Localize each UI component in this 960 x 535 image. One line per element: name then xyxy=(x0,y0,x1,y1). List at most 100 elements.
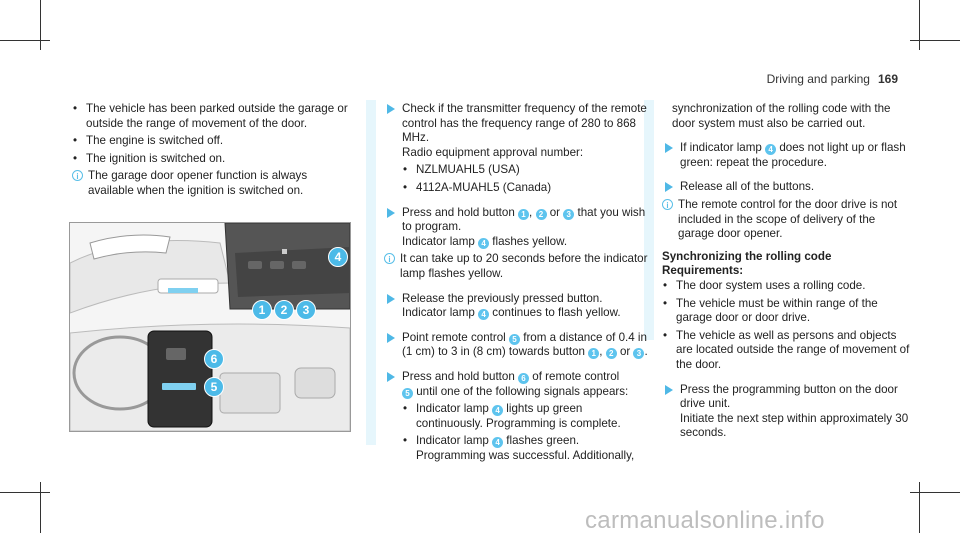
vehicle-interior-illustration xyxy=(70,223,350,431)
step: Check if the transmitter frequency of th… xyxy=(384,102,649,160)
crop-mark xyxy=(0,40,50,41)
number-badge: 5 xyxy=(508,333,520,345)
number-badge: 3 xyxy=(633,348,645,360)
callout-1: 1 xyxy=(252,300,272,320)
step: Press the programming button on the door… xyxy=(662,383,912,441)
number-badge: 1 xyxy=(518,208,530,220)
step-text: flashes yellow. xyxy=(492,234,568,248)
step-text: Indicator lamp xyxy=(402,234,475,248)
step-text: Check if the transmitter frequency of th… xyxy=(402,102,647,145)
number-badge: 5 xyxy=(402,387,413,399)
info-text: The garage door opener function is alway… xyxy=(88,169,308,197)
step-text: does not light up or flash green: repeat… xyxy=(680,141,906,169)
crop-mark xyxy=(919,0,920,50)
continued-text: synchronization of the rolling code with… xyxy=(672,102,891,130)
sub-list: Indicator lamp 4 lights up green continu… xyxy=(384,402,649,463)
step-text: or xyxy=(619,345,631,359)
info-text: The remote control for the door drive is… xyxy=(678,197,898,241)
step-arrow-icon xyxy=(387,104,395,114)
number-badge: 4 xyxy=(765,144,777,156)
info-text: It can take up to 20 seconds before the … xyxy=(400,252,648,280)
callout-5: 5 xyxy=(204,377,224,397)
item-text: lights up green continuously. Programmin… xyxy=(416,402,621,430)
step-text: , xyxy=(599,345,603,359)
step-text: Radio equipment approval number: xyxy=(402,145,584,159)
page-header: Driving and parking 169 xyxy=(767,72,898,86)
crop-mark xyxy=(919,482,920,533)
step-text: Indicator lamp xyxy=(402,306,475,320)
step-text: Point remote control xyxy=(402,330,506,344)
column-3: synchronization of the rolling code with… xyxy=(662,102,912,444)
step: Release all of the buttons. xyxy=(662,180,912,195)
step-arrow-icon xyxy=(387,371,395,382)
crop-mark xyxy=(910,492,960,493)
list-item: The vehicle has been parked outside the … xyxy=(72,102,350,131)
number-badge: 4 xyxy=(478,237,490,249)
list-item: The door system uses a rolling code. xyxy=(662,279,912,294)
callout-6: 6 xyxy=(204,349,224,369)
step: Release the previously pressed button. I… xyxy=(384,292,649,321)
step-text: Release all of the buttons. xyxy=(680,180,815,194)
number-badge: 2 xyxy=(535,208,547,220)
step-text: Press the programming button on the door… xyxy=(680,382,898,411)
info-icon: i xyxy=(384,253,395,265)
step-text: from a distance of 0.4 in (1 cm) to 3 in… xyxy=(402,330,647,359)
info-note: i The garage door opener function is alw… xyxy=(72,169,350,198)
step-text: that you wish to program. xyxy=(402,205,646,234)
list-item: The vehicle must be within range of the … xyxy=(662,297,912,326)
step-text: Press and hold button xyxy=(402,205,515,219)
section-heading: Synchronizing the rolling code xyxy=(662,249,832,263)
step-arrow-icon xyxy=(665,182,673,193)
number-badge: 4 xyxy=(492,405,504,417)
step-text: Release the previously pressed button. xyxy=(402,291,603,305)
step-text: of remote control xyxy=(532,369,620,383)
list-item: The vehicle as well as persons and objec… xyxy=(662,329,912,373)
step-text: Initiate the next step within approximat… xyxy=(680,411,909,440)
item-text: Indicator lamp xyxy=(416,402,489,416)
step-text: until one of the following signals appea… xyxy=(416,384,629,398)
step-text: . xyxy=(644,345,648,359)
step-arrow-icon xyxy=(387,293,395,304)
crop-mark xyxy=(0,492,50,493)
crop-mark xyxy=(910,40,960,41)
step-arrow-icon xyxy=(665,143,673,154)
item-text: flashes green. Programming was successfu… xyxy=(416,434,635,462)
illustration-figure: 4 1 2 3 6 5 xyxy=(69,222,351,432)
callout-4: 4 xyxy=(328,247,348,267)
number-badge: 6 xyxy=(518,372,530,384)
crop-mark xyxy=(40,0,41,50)
step-text: continues to flash yellow. xyxy=(492,306,621,320)
list-item: 4112A-MUAHL5 (Canada) xyxy=(402,181,649,196)
number-badge: 1 xyxy=(588,348,600,360)
step-text: Press and hold button xyxy=(402,369,515,383)
list-item: The engine is switched off. xyxy=(72,134,350,149)
step-arrow-icon xyxy=(665,384,673,395)
step-bar xyxy=(644,100,654,340)
section-title: Driving and parking xyxy=(766,72,870,86)
step-text: , xyxy=(529,205,533,219)
requirements-heading: Requirements: xyxy=(662,264,744,278)
number-badge: 4 xyxy=(492,437,504,449)
item-text: Indicator lamp xyxy=(416,434,489,448)
step-arrow-icon xyxy=(387,332,395,343)
step-arrow-icon xyxy=(387,207,395,218)
step: Press and hold button 1, 2 or 3 that you… xyxy=(384,206,649,250)
list-item: The ignition is switched on. xyxy=(72,152,350,167)
sub-list: NZLMUAHL5 (USA) 4112A-MUAHL5 (Canada) xyxy=(384,163,649,195)
list-item: Indicator lamp 4 flashes green. Programm… xyxy=(402,434,649,463)
column-1: The vehicle has been parked outside the … xyxy=(72,102,350,202)
step-text: If indicator lamp xyxy=(680,141,762,155)
info-note: i It can take up to 20 seconds before th… xyxy=(384,252,649,281)
callout-2: 2 xyxy=(274,300,294,320)
info-icon: i xyxy=(662,198,673,210)
number-badge: 3 xyxy=(563,208,575,220)
number-badge: 4 xyxy=(478,309,490,321)
list-item: NZLMUAHL5 (USA) xyxy=(402,163,649,178)
callout-3: 3 xyxy=(296,300,316,320)
step-bar xyxy=(366,100,376,445)
step: Point remote control 5 from a distance o… xyxy=(384,331,649,360)
info-icon: i xyxy=(72,170,83,182)
list-item: Indicator lamp 4 lights up green continu… xyxy=(402,402,649,431)
info-note: i The remote control for the door drive … xyxy=(662,198,912,242)
page-number: 169 xyxy=(877,72,898,86)
